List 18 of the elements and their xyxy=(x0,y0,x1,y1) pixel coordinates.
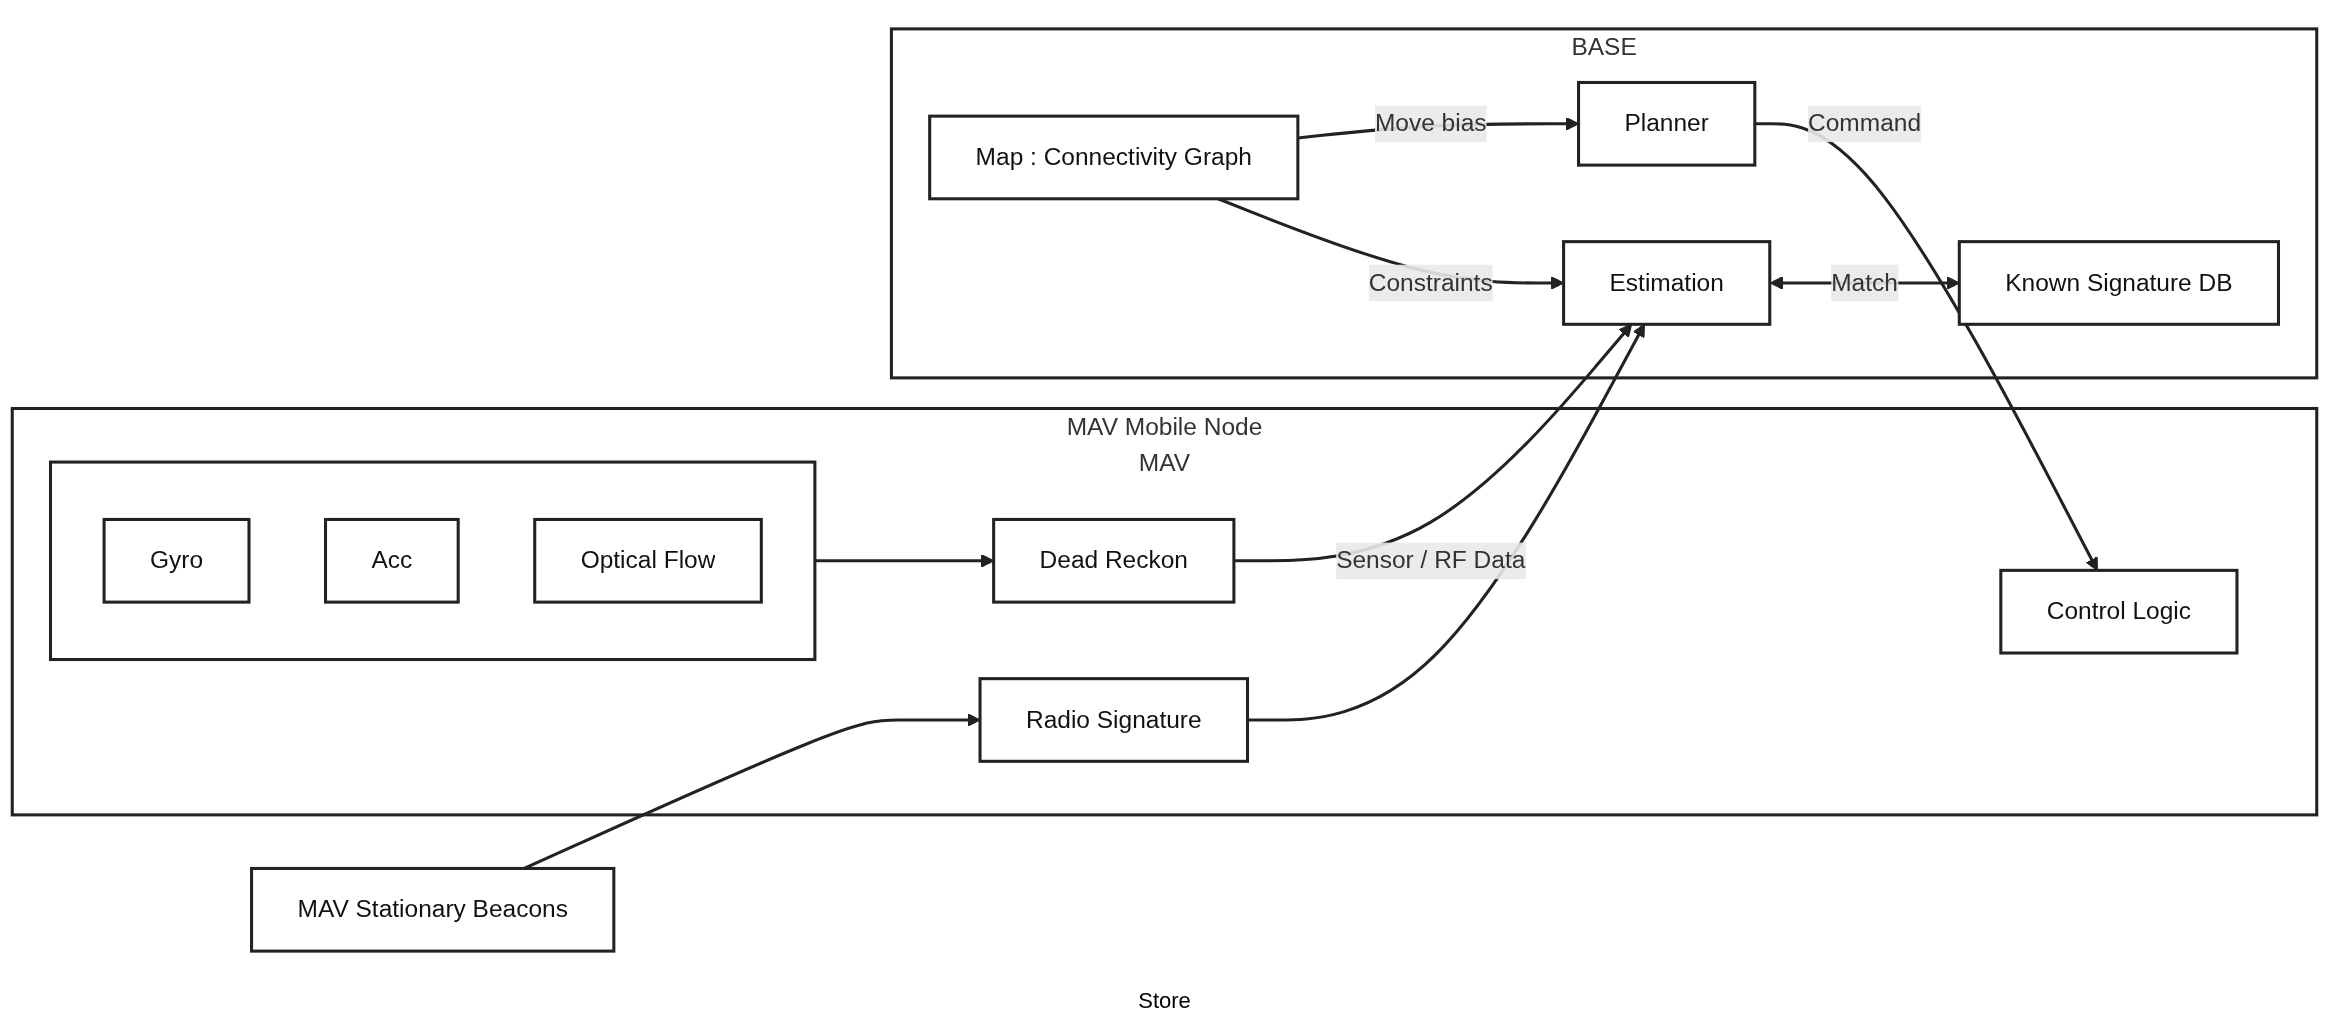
node-box: Estimation xyxy=(1562,240,1772,326)
node-box: Acc xyxy=(324,517,460,604)
node-box: Planner xyxy=(1577,80,1757,167)
edge-label: Move bias xyxy=(1374,110,1487,137)
edge-label: Sensor / RF Data xyxy=(1336,547,1526,574)
node-box: Optical Flow xyxy=(533,517,763,604)
node-box: Gyro xyxy=(102,517,251,604)
cluster xyxy=(49,460,817,662)
edge-label: Match xyxy=(1831,269,1898,296)
node-box: MAV Stationary Beacons xyxy=(250,866,616,953)
edge-label: Constraints xyxy=(1368,269,1493,296)
node-box: Control Logic xyxy=(1999,568,2239,655)
node-box: Known Signature DB xyxy=(1957,240,2280,326)
node-box: Map : Connectivity Graph xyxy=(928,114,1300,201)
note-text: Store xyxy=(1138,988,1191,1013)
edge-label: Command xyxy=(1808,110,1922,137)
node-box: Dead Reckon xyxy=(992,517,1236,604)
node-box: Radio Signature xyxy=(978,677,1250,763)
